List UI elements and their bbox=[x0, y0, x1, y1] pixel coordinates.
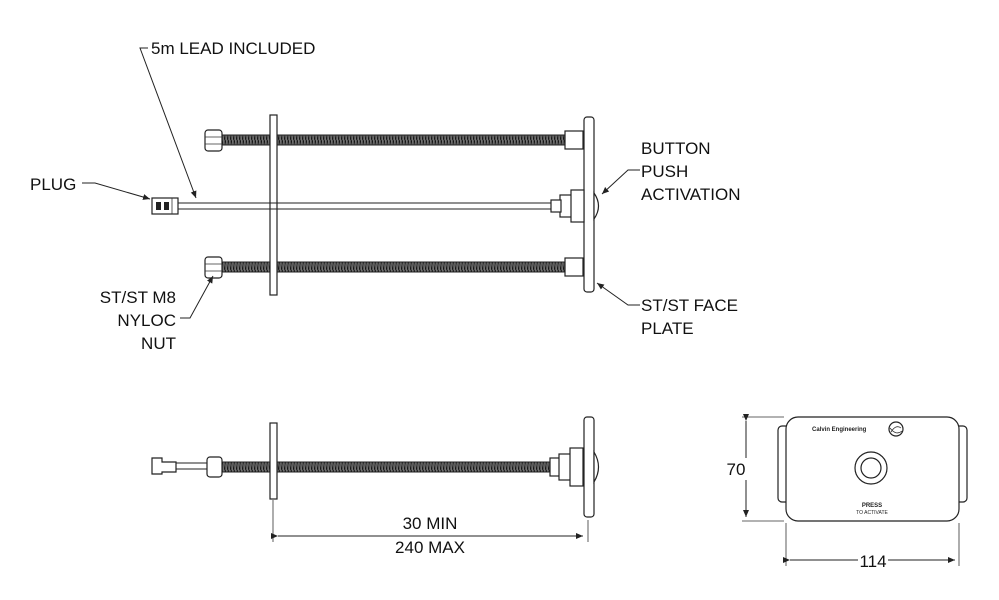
button-housing bbox=[550, 189, 600, 223]
dimension-min-label: 30 MIN bbox=[403, 514, 458, 533]
assembly-top-view bbox=[82, 47, 640, 319]
face-plate-label-line2: PLATE bbox=[641, 319, 694, 338]
face-plate-label-line1: ST/ST FACE bbox=[641, 296, 738, 315]
height-dimension-label: 70 bbox=[727, 460, 746, 479]
button-label-line2: PUSH bbox=[641, 162, 688, 181]
upper-collar bbox=[564, 130, 584, 150]
face-plate bbox=[583, 116, 595, 293]
side-nut bbox=[206, 456, 223, 478]
nut-label-line1: ST/ST M8 bbox=[100, 288, 176, 307]
button-label-line3: ACTIVATION bbox=[641, 185, 741, 204]
plug-label: PLUG bbox=[30, 175, 76, 194]
plug-connector bbox=[151, 197, 179, 215]
upper-nyloc-nut bbox=[204, 129, 223, 152]
brand-text: Calvin Engineering bbox=[812, 427, 867, 433]
activate-text: TO ACTIVATE bbox=[856, 510, 888, 516]
lower-collar bbox=[564, 257, 584, 277]
lower-nyloc-nut bbox=[204, 256, 223, 279]
lead-label: 5m LEAD INCLUDED bbox=[151, 39, 315, 58]
button-label-line1: BUTTON bbox=[641, 139, 711, 158]
press-text: PRESS bbox=[862, 503, 882, 509]
width-dimension-label: 114 bbox=[859, 552, 886, 571]
nut-label-line3: NUT bbox=[141, 334, 176, 353]
nut-label-line2: NYLOC bbox=[117, 311, 176, 330]
face-plate-front-view bbox=[742, 414, 968, 566]
side-back-plate bbox=[269, 422, 278, 500]
dimension-max-label: 240 MAX bbox=[395, 538, 465, 557]
back-plate bbox=[269, 114, 278, 296]
side-plug bbox=[151, 457, 177, 475]
assembly-side-view bbox=[151, 416, 600, 542]
side-face-plate bbox=[583, 416, 595, 518]
